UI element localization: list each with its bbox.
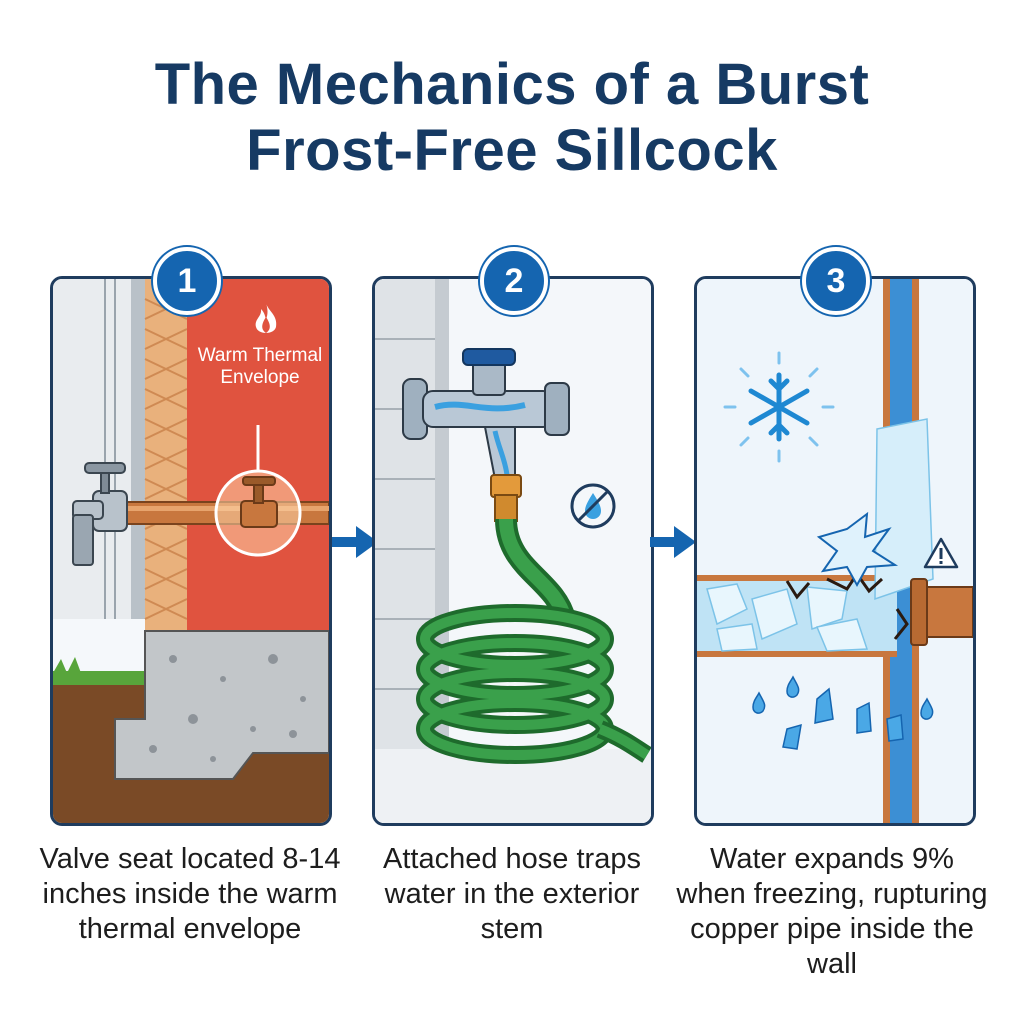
panel-step-2 xyxy=(372,276,654,826)
panel-step-1 xyxy=(50,276,332,826)
no-drain-icon xyxy=(570,483,616,529)
step-2-badge: 2 xyxy=(480,247,548,315)
step-2-caption: Attached hose traps water in the exterio… xyxy=(383,843,641,945)
wall-cross-section-illustration xyxy=(53,279,329,823)
warning-icon xyxy=(923,537,959,569)
step-1-badge: 1 xyxy=(153,247,221,315)
step-1-caption: Valve seat located 8-14 inches inside th… xyxy=(39,843,341,945)
arrow-right-icon xyxy=(332,526,378,558)
step-3-badge: 3 xyxy=(802,247,870,315)
arrow-right-icon xyxy=(650,526,696,558)
page-title: The Mechanics of a Burst Frost-Free Sill… xyxy=(0,52,1024,184)
warm-thermal-envelope-label: Warm Thermal Envelope xyxy=(197,345,323,388)
title-line-2: Frost-Free Sillcock xyxy=(246,118,778,183)
title-line-1: The Mechanics of a Burst xyxy=(154,52,870,117)
step-3-caption: Water expands 9% when freezing, rupturin… xyxy=(676,843,988,980)
burst-pipe-illustration xyxy=(697,279,973,823)
flame-icon xyxy=(255,303,277,333)
snowflake-icon xyxy=(723,351,835,463)
hose-attached-illustration xyxy=(375,279,651,823)
panel-step-3 xyxy=(694,276,976,826)
